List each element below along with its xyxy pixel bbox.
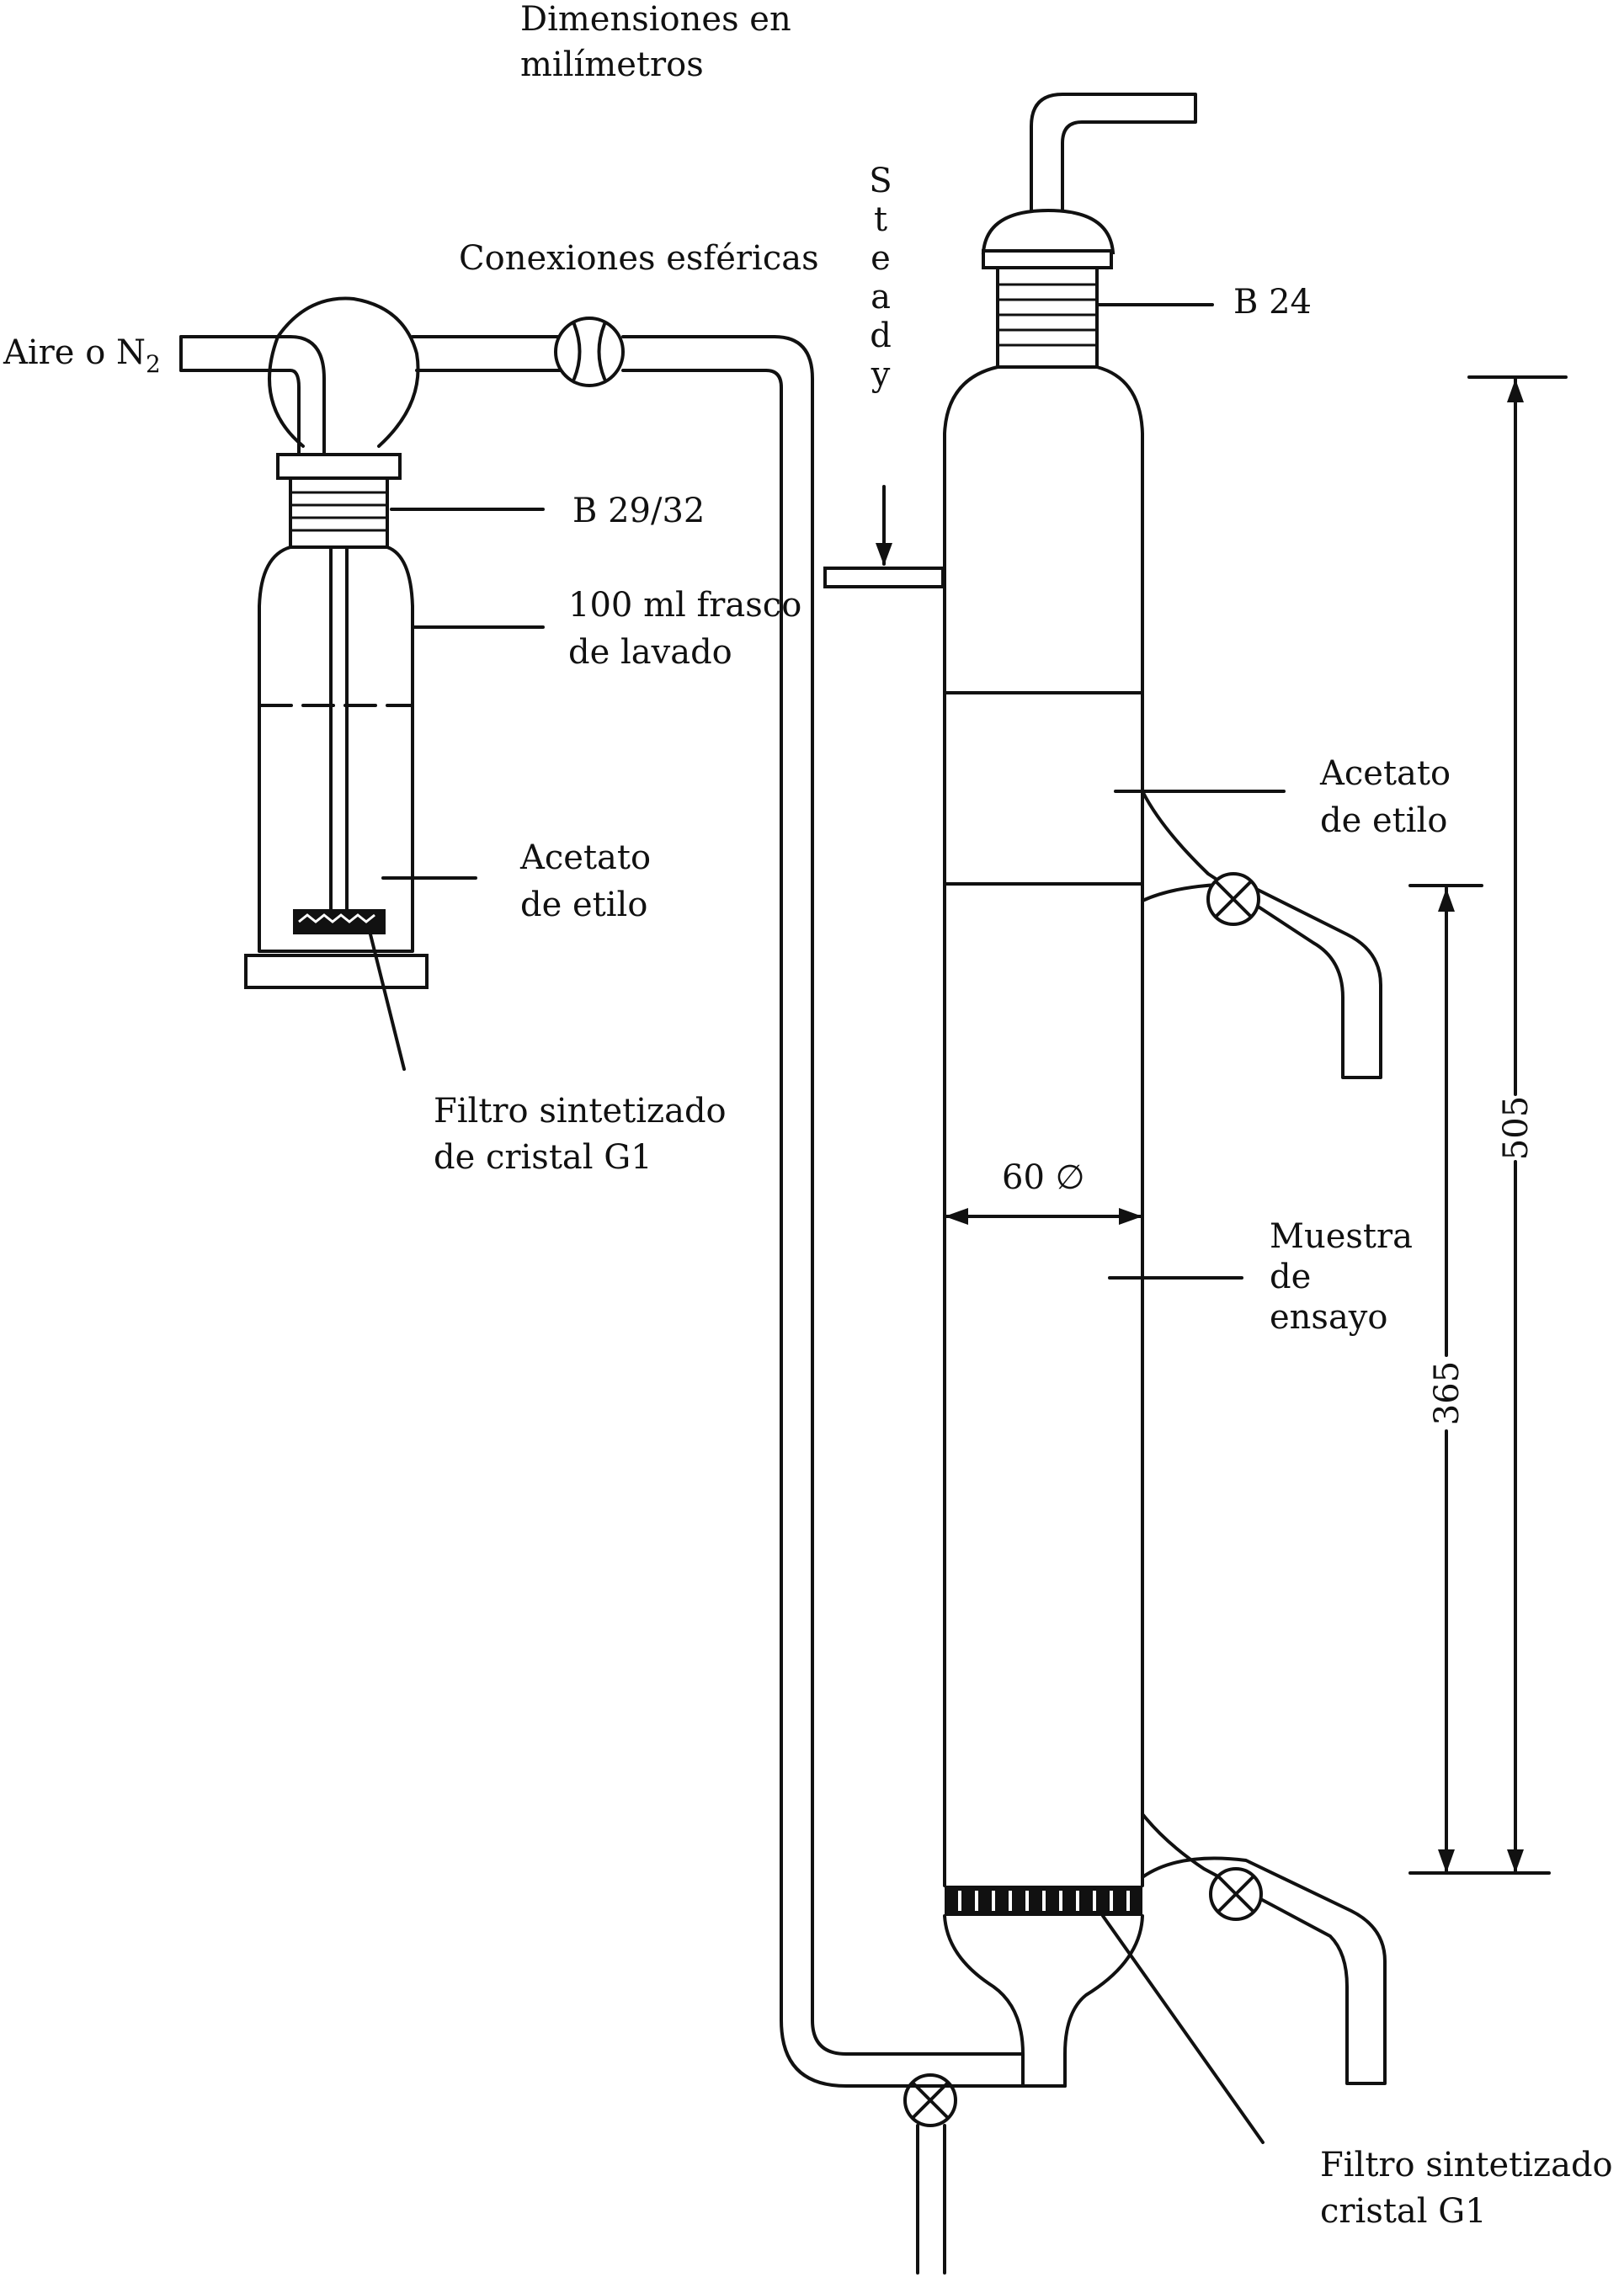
wash-bottle [179,296,566,1071]
steady-arrow-head [876,543,892,566]
label-acetato-left-line1: Acetato [519,838,651,877]
bottle-joint-b2932 [289,476,389,549]
label-dimensions-line1: Dimensiones en [520,0,791,39]
label-filtro-right-line2: cristal G1 [1320,2192,1487,2231]
label-acetato-right-line2: de etilo [1320,801,1447,840]
column-body [943,365,1144,1887]
test-column [823,93,1387,2275]
filter-pattern [298,913,375,923]
label-dim-505: 505 [1497,1096,1536,1160]
dim-365-arrow-top [1438,888,1455,912]
label-muestra-line1: Muestra [1270,1217,1413,1256]
column-bottom-funnel [943,1914,1144,2088]
spherical-joint [554,317,625,387]
bottom-connector [908,2052,1067,2088]
dimension-lines [1408,375,1568,1875]
connecting-tube [554,317,911,2088]
label-steady-s: S [869,162,892,200]
label-aire-subscript: 2 [146,350,161,378]
label-filtro-right-line1: Filtro sintetizado de [1320,2146,1624,2184]
bottom-stopcock-cross [912,2082,949,2119]
dim-505-arrow-top [1507,379,1524,402]
label-frasco-line2: de lavado [568,633,732,672]
drain-tube [916,2124,946,2275]
leader-filtro-left [369,933,406,1071]
bottle-bulb [268,296,420,448]
label-diameter: 60 ∅ [1002,1158,1084,1197]
dim-505-arrow-bottom [1507,1849,1524,1873]
labels: Dimensiones en milímetros Conexiones esf… [3,0,1624,2231]
label-filtro-left-line2: de cristal G1 [434,1138,652,1177]
label-b2932: B 29/32 [572,492,705,530]
inlet-tube [179,335,326,456]
label-filtro-left-line1: Filtro sintetizado [434,1092,727,1131]
dim-365-arrow-bottom [1438,1849,1455,1873]
upper-stopcock-cross [1215,881,1252,918]
bottle-base [244,954,429,989]
label-steady-a: a [871,278,891,317]
label-frasco-line1: 100 ml frasco [568,586,801,625]
column-filter-pattern [958,1891,1130,1911]
tube-inner-wall [621,369,911,2088]
label-conexiones: Conexiones esféricas [459,239,819,278]
label-aire-prefix: Aire o N [3,333,146,372]
bottle-joint-collar [276,453,402,480]
label-acetato-right-line1: Acetato [1319,754,1451,793]
bottle-body [258,545,414,953]
bottle-joint-threads [290,491,387,532]
lower-side-arm [1141,1812,1387,2085]
bottle-sintered-filter [293,909,386,934]
label-dim-365: 365 [1428,1361,1467,1425]
label-steady-t: t [874,200,887,239]
label-dimensions-line2: milímetros [520,45,704,84]
label-muestra-line3: ensayo [1270,1298,1388,1337]
column-outlet-tube [1030,93,1197,212]
steady-bar [823,567,945,588]
label-steady-d: d [870,317,892,355]
label-aire: Aire o N2 [3,333,161,378]
leader-filtro-right [1101,1914,1265,2144]
label-b24: B 24 [1233,283,1312,322]
label-steady-y: y [871,355,891,394]
label-steady-e: e [871,239,891,278]
label-muestra-line2: de [1270,1258,1311,1296]
diameter-arrow-right [1119,1208,1142,1225]
label-acetato-left-line2: de etilo [520,886,647,924]
column-joint-threads [998,283,1097,347]
tube-outer-wall [621,335,911,2056]
column-cap [981,208,1116,254]
column-joint-b24 [996,266,1099,369]
upper-side-arm [1141,790,1382,1079]
lower-stopcock-cross [1217,1876,1254,1913]
bulb-outlet-tube [411,335,566,372]
diameter-arrow-left [945,1208,968,1225]
column-cap-collar [982,249,1113,269]
spherical-joint-detail [572,322,606,380]
